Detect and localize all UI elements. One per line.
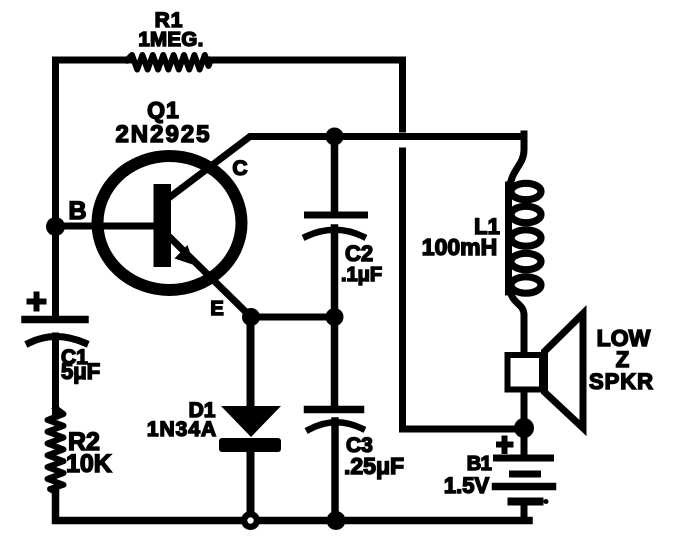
svg-text:Q1: Q1 [147,97,180,123]
svg-text:B1: B1 [467,453,492,475]
svg-text:L1: L1 [474,214,500,239]
svg-text:R1: R1 [155,9,184,32]
svg-text:R2: R2 [68,428,100,456]
svg-text:1N34A: 1N34A [147,418,217,441]
svg-text:10K: 10K [66,450,112,478]
svg-text:Z: Z [616,347,629,372]
svg-text:C2: C2 [345,241,373,266]
svg-text:.25μF: .25μF [344,453,404,479]
svg-text:1.5V: 1.5V [444,473,490,498]
svg-text:LOW: LOW [597,325,651,351]
svg-text:5μF: 5μF [61,359,100,384]
svg-text:E: E [210,298,223,320]
svg-text:2N2925: 2N2925 [115,121,211,148]
svg-text:C: C [232,157,247,180]
svg-text:1MEG.: 1MEG. [138,28,203,51]
svg-text:B: B [68,197,86,225]
svg-text:C3: C3 [346,434,373,457]
svg-text:SPKR: SPKR [589,369,654,394]
svg-text:C1: C1 [61,346,88,369]
svg-text:.1μF: .1μF [341,264,382,286]
svg-text:D1: D1 [189,399,216,422]
svg-text:100mH: 100mH [422,234,497,260]
